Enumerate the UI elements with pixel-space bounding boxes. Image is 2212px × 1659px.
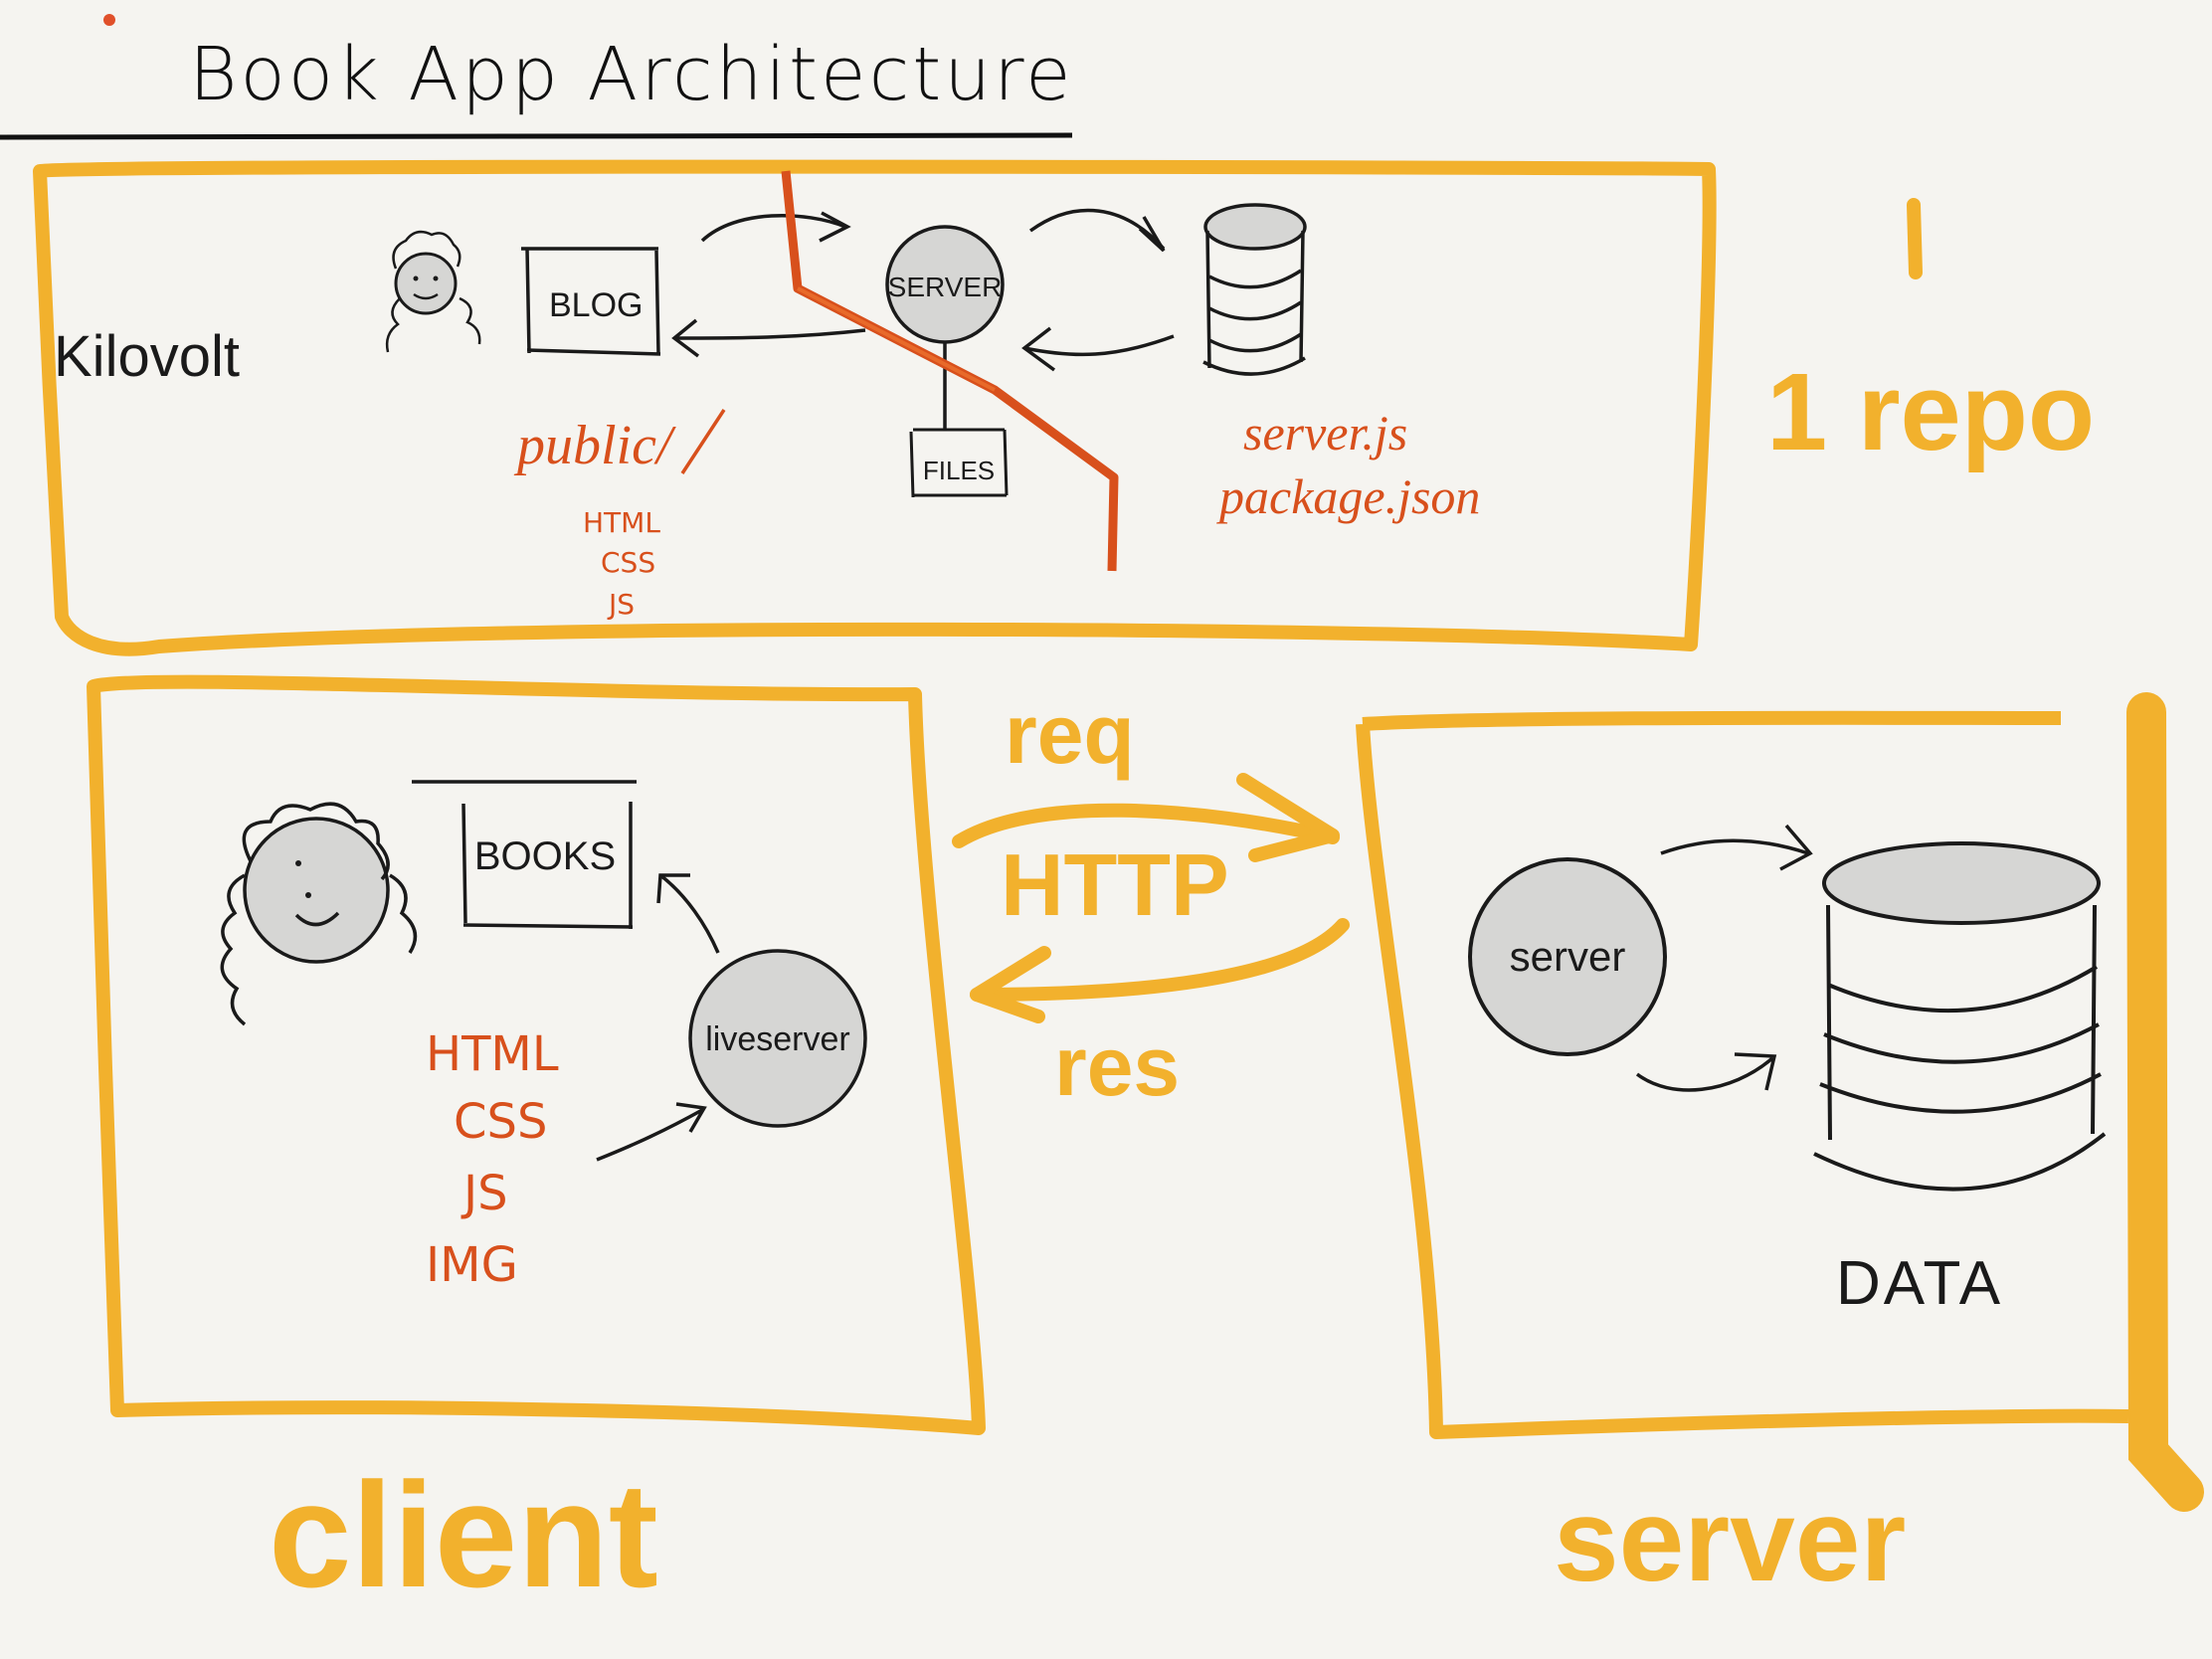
owner-label: Kilovolt (54, 324, 240, 389)
http-protocol-label: HTTP (1001, 835, 1229, 934)
server-panel-box (1356, 710, 2129, 1439)
public-file-css: CSS (601, 546, 656, 579)
request-arrow (952, 803, 1340, 848)
files-label: FILES (923, 456, 995, 485)
books-label: BOOKS (474, 834, 616, 878)
public-file-html: HTML (583, 506, 660, 539)
arrow-assets-to-liveserver (596, 1108, 703, 1162)
public-folder-label: public/ (517, 415, 672, 476)
http-request-label: req (1005, 687, 1135, 781)
server-file-package: package.json (1219, 468, 1481, 524)
arrow-server-to-blog (675, 328, 866, 340)
arrow-blog-to-server (700, 214, 846, 243)
user-avatar-small (385, 230, 481, 353)
blog-window (521, 247, 661, 356)
arrow-server-to-db (1028, 208, 1166, 251)
client-panel-box (87, 674, 986, 1435)
public-slash (680, 409, 726, 474)
repo-label: 1 repo (1766, 351, 2096, 473)
arrow-server-to-data (1660, 838, 1809, 855)
public-file-js: JS (609, 588, 636, 621)
repo-count-stroke (1907, 198, 1923, 279)
page-title: Book App Architecture (189, 32, 1074, 117)
server-node (1468, 857, 1667, 1056)
server-label-small: SERVER (888, 272, 1003, 302)
arrow-db-to-server (1023, 334, 1175, 357)
server-panel-edge (2126, 692, 2204, 1512)
database-large (1813, 841, 2107, 1192)
client-caption: client (269, 1451, 658, 1618)
server-node-label: server (1510, 933, 1626, 980)
user-avatar-large (220, 802, 418, 1026)
client-asset-css: CSS (454, 1094, 548, 1150)
title-underline (0, 132, 1073, 140)
data-label: DATA (1836, 1249, 2004, 1318)
arrow-data-to-server (1635, 1056, 1774, 1092)
blog-label: BLOG (549, 286, 643, 324)
client-asset-js: JS (463, 1166, 508, 1221)
server-caption: server (1554, 1475, 1907, 1606)
liveserver-node (688, 949, 867, 1128)
files-box (909, 428, 1009, 498)
arrow-liveserver-to-books (658, 873, 720, 954)
server-file-js: server.js (1243, 405, 1408, 461)
liveserver-label: liveserver (705, 1020, 849, 1058)
response-arrow (970, 918, 1350, 1002)
repo-panel-box (33, 159, 1717, 656)
client-asset-img: IMG (426, 1237, 518, 1293)
ink-dot (103, 14, 115, 26)
http-response-label: res (1054, 1019, 1181, 1113)
database-small (1202, 203, 1307, 376)
books-window (412, 780, 637, 929)
client-asset-html: HTML (426, 1026, 559, 1082)
